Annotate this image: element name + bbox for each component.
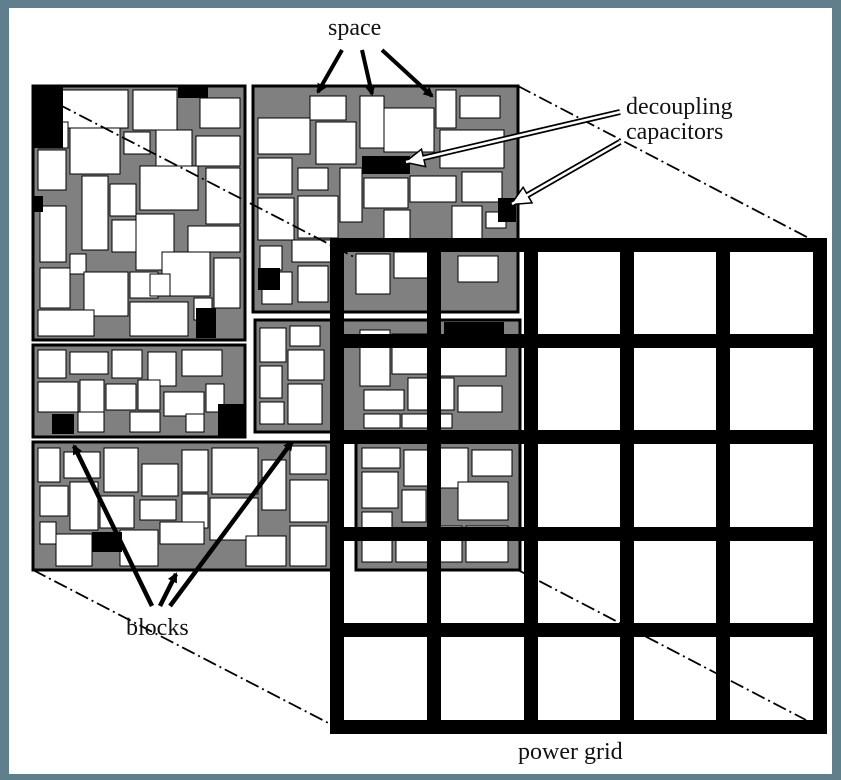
decoupling-label-line2: capacitors bbox=[626, 119, 724, 146]
projection-lines bbox=[32, 85, 823, 728]
region-middle-left bbox=[31, 343, 247, 439]
region-top-left bbox=[31, 84, 247, 342]
space-label: space bbox=[328, 15, 382, 41]
power-grid bbox=[330, 238, 827, 734]
decap-arrows bbox=[406, 109, 622, 207]
decoupling-capacitors-label: decoupling capacitors bbox=[626, 94, 733, 146]
space-arrows bbox=[316, 48, 434, 98]
blocks-arrows bbox=[71, 440, 294, 608]
power-grid-label: power grid bbox=[518, 739, 623, 765]
region-bottom-left bbox=[31, 440, 335, 572]
decoupling-label-line1: decoupling bbox=[626, 94, 733, 120]
blocks-label: blocks bbox=[126, 615, 189, 641]
region-top-right bbox=[251, 84, 520, 314]
